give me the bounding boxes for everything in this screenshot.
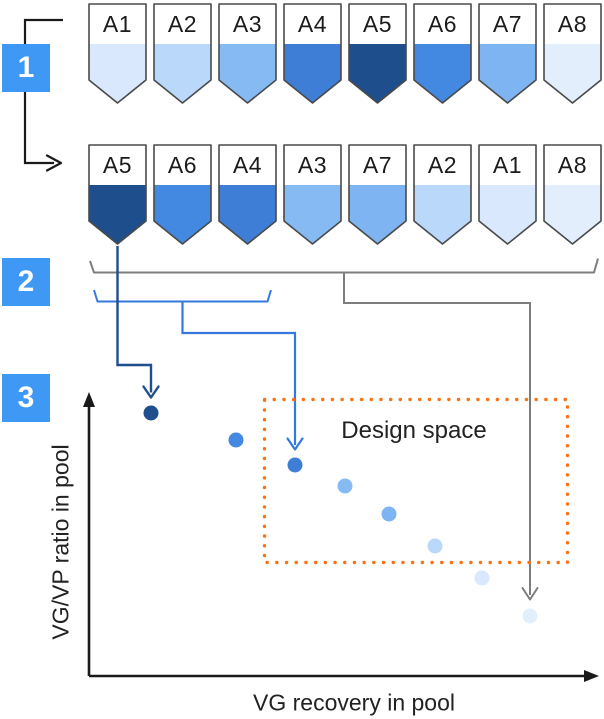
sample-tag-a7: A7 bbox=[478, 3, 537, 104]
tag-shape bbox=[413, 3, 472, 104]
step-3-badge: 3 bbox=[2, 374, 50, 422]
full-pool-bracket bbox=[89, 258, 599, 274]
sample-tag-label: A3 bbox=[297, 152, 328, 178]
full-pool-arrow-line bbox=[343, 272, 531, 595]
sample-tag-label: A2 bbox=[167, 11, 198, 37]
scatter-dot-a3 bbox=[337, 478, 353, 494]
sample-tag-a8: A8 bbox=[543, 3, 602, 104]
sample-tag-label: A5 bbox=[102, 152, 133, 178]
sample-tag-label: A3 bbox=[232, 11, 263, 37]
sample-tag-label: A7 bbox=[362, 152, 393, 178]
a5-arrow-line bbox=[116, 246, 153, 393]
tag-shape bbox=[283, 3, 342, 104]
sample-tag-label: A8 bbox=[557, 11, 588, 37]
sample-tag-a7: A7 bbox=[348, 144, 407, 245]
tag-shape bbox=[348, 144, 407, 245]
step1-connector-arrowhead-icon bbox=[45, 154, 63, 172]
sample-tag-a5: A5 bbox=[348, 3, 407, 104]
scatter-dot-a6 bbox=[228, 432, 244, 448]
tag-shape bbox=[283, 144, 342, 245]
sample-tag-label: A4 bbox=[297, 11, 328, 37]
sample-tag-label: A6 bbox=[427, 11, 458, 37]
sample-tag-a1: A1 bbox=[88, 3, 147, 104]
sample-tag-a1: A1 bbox=[478, 144, 537, 245]
y-axis-arrowhead-icon bbox=[83, 392, 95, 407]
sample-row-sorted: A5 A6 A4 A3 A7 A2 A1 A8 bbox=[88, 144, 604, 246]
scatter-dot-a4 bbox=[287, 457, 303, 473]
scatter-dots bbox=[143, 405, 538, 624]
scatter-dot-a7 bbox=[381, 506, 397, 522]
sample-tag-label: A7 bbox=[492, 11, 523, 37]
scatter-dot-a5 bbox=[143, 405, 159, 421]
tag-shape bbox=[153, 144, 212, 245]
tag-shape bbox=[218, 3, 277, 104]
step-1-number: 1 bbox=[17, 51, 35, 84]
sample-tag-a4: A4 bbox=[218, 144, 277, 245]
tag-shape bbox=[478, 144, 537, 245]
tag-shape bbox=[88, 144, 147, 245]
step-2-number: 2 bbox=[17, 265, 35, 298]
step-2-badge: 2 bbox=[2, 258, 50, 306]
tag-shape bbox=[478, 3, 537, 104]
sample-tag-a8: A8 bbox=[543, 144, 602, 245]
sample-tag-label: A8 bbox=[557, 152, 588, 178]
step-1-badge: 1 bbox=[2, 44, 50, 92]
tag-shape bbox=[218, 144, 277, 245]
sample-row-unsorted: A1 A2 A3 A4 A5 A6 A7 A8 bbox=[88, 3, 604, 105]
tag-shape bbox=[153, 3, 212, 104]
x-axis-label: VG recovery in pool bbox=[253, 689, 455, 716]
y-axis-label: VG/VP ratio in pool bbox=[47, 444, 74, 640]
tag-shape bbox=[413, 144, 472, 245]
tag-shape bbox=[543, 3, 602, 104]
tag-shape bbox=[543, 144, 602, 245]
sample-tag-a3: A3 bbox=[283, 144, 342, 245]
sample-tag-a3: A3 bbox=[218, 3, 277, 104]
tag-shape bbox=[348, 3, 407, 104]
sample-tag-label: A6 bbox=[167, 152, 198, 178]
scatter-dot-a1 bbox=[474, 570, 490, 586]
step-3-number: 3 bbox=[17, 381, 35, 414]
subset-arrow-line bbox=[181, 301, 297, 445]
a5-arrowhead-icon bbox=[142, 385, 160, 399]
sample-tag-label: A2 bbox=[427, 152, 458, 178]
sample-tag-a5: A5 bbox=[88, 144, 147, 245]
scatter-dot-a2 bbox=[427, 538, 443, 554]
sample-tag-label: A1 bbox=[102, 11, 133, 37]
sample-tag-label: A1 bbox=[492, 152, 523, 178]
sample-tag-label: A4 bbox=[232, 152, 263, 178]
design-space-label: Design space bbox=[341, 417, 487, 444]
sample-tag-a4: A4 bbox=[283, 3, 342, 104]
subset-arrowhead-icon bbox=[286, 437, 304, 451]
tag-shape bbox=[88, 3, 147, 104]
x-axis-arrowhead-icon bbox=[584, 670, 599, 682]
subset-bracket bbox=[93, 289, 272, 303]
sample-tag-a6: A6 bbox=[153, 144, 212, 245]
full-pool-arrowhead-icon bbox=[521, 587, 539, 601]
sample-tag-label: A5 bbox=[362, 11, 393, 37]
sample-tag-a2: A2 bbox=[413, 144, 472, 245]
sample-tag-a2: A2 bbox=[153, 3, 212, 104]
scatter-dot-a8 bbox=[522, 608, 538, 624]
sample-tag-a6: A6 bbox=[413, 3, 472, 104]
